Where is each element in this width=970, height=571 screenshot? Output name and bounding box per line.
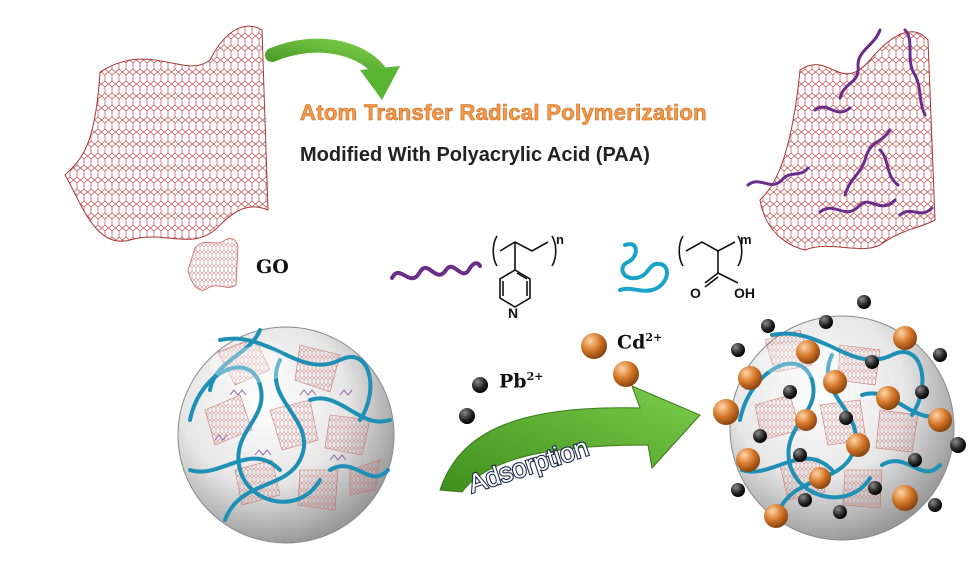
purple-chain-icon (390, 261, 482, 281)
pb-ion (472, 377, 488, 393)
pyridine-structure (492, 235, 557, 308)
green-arrow-top (265, 38, 400, 100)
subscript-n: n (556, 232, 564, 247)
pb-symbol: Pb (499, 370, 527, 393)
cd-ion (581, 333, 607, 359)
pb-charge: 2+ (526, 370, 544, 383)
chem-labels: n N m O OH (508, 232, 755, 321)
adsorbed-pb-ions (731, 295, 966, 519)
pb-label: Pb2+ (499, 370, 543, 392)
oxygen-label: O (690, 285, 701, 301)
adsorption-arrow: Adsorption (439, 385, 701, 500)
paa-chains (746, 28, 934, 217)
cd-label: Cd2+ (617, 331, 662, 353)
go-sheet-left (64, 25, 269, 242)
go-icon (187, 238, 239, 291)
cd-charge: 2+ (645, 331, 663, 344)
nitrogen-label: N (508, 305, 518, 321)
cd-symbol: Cd (617, 331, 646, 354)
adsorbed-cd-ions (713, 326, 952, 528)
paa-structure (678, 235, 743, 288)
subscript-m: m (740, 232, 752, 247)
hydroxyl-label: OH (734, 285, 755, 301)
ions-free (459, 333, 639, 424)
cyan-chain-icon (618, 242, 669, 293)
cd-ion (613, 361, 639, 387)
pb-ion (459, 408, 475, 424)
paa-subtitle: Modified With Polyacrylic Acid (PAA) (300, 144, 650, 166)
go-sheet-right (746, 28, 936, 251)
hydrogel-sphere-right (713, 295, 966, 541)
go-label: GO (256, 256, 289, 278)
hydrogel-sphere-left (177, 326, 395, 544)
atrp-title: Atom Transfer Radical Polymerization (300, 100, 707, 126)
